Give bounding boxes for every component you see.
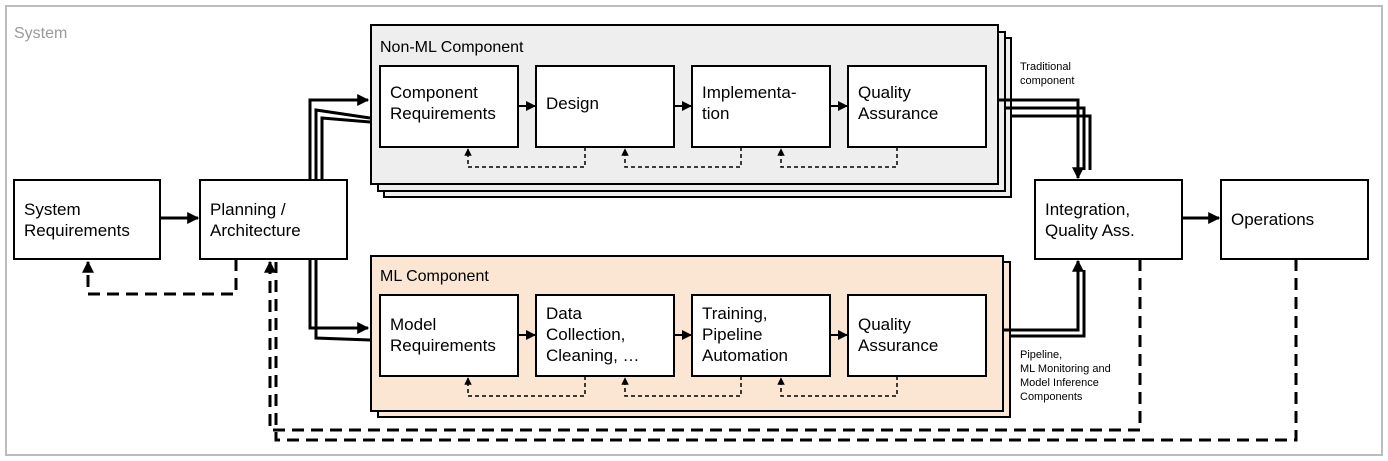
non-ml-feedback-loops bbox=[464, 147, 898, 168]
step-label-line: Automation bbox=[702, 346, 788, 365]
ml-feedback-loops bbox=[464, 376, 898, 397]
step-label-line: tion bbox=[702, 104, 729, 123]
integration-line: Integration, bbox=[1045, 200, 1130, 219]
svg-text:Integration,Quality Ass.: Integration, Quality Ass. bbox=[1045, 200, 1135, 240]
planning-architecture-line: Architecture bbox=[210, 221, 301, 240]
step-label-line: Training, bbox=[702, 304, 768, 323]
svg-text:Implementa-tion: Implementa-tion bbox=[702, 83, 796, 123]
system-requirements-line: Requirements bbox=[24, 221, 130, 240]
step-label-line: Requirements bbox=[390, 336, 496, 355]
planning-architecture-box: Planning / Architecture bbox=[199, 179, 348, 260]
step-label-line: Model bbox=[390, 315, 436, 334]
step-label-line: Requirements bbox=[390, 104, 496, 123]
system-frame bbox=[5, 5, 1383, 456]
step-label-line: Collection, bbox=[546, 325, 625, 344]
operations-box: Operations bbox=[1220, 179, 1369, 260]
integration-line: Quality Ass. bbox=[1045, 221, 1135, 240]
step-label-line: Pipeline bbox=[702, 325, 763, 344]
step-label-line: Quality bbox=[858, 83, 911, 102]
step-label-line: Data bbox=[546, 304, 582, 323]
step-label-line: Implementa- bbox=[702, 83, 796, 102]
step-label-line: Quality bbox=[858, 315, 911, 334]
system-label: System bbox=[14, 25, 67, 42]
ml-component-title: ML Component bbox=[380, 268, 489, 285]
outer-feedback-arrows bbox=[82, 259, 1298, 442]
svg-text:Planning /Architecture: Planning / Architecture bbox=[210, 200, 301, 240]
step-label-line: Component bbox=[390, 83, 478, 102]
system-requirements-line: System bbox=[24, 200, 81, 219]
step-label-line: Cleaning, … bbox=[546, 346, 640, 365]
planning-architecture-line: Planning / bbox=[210, 200, 286, 219]
non-ml-step-design: Design bbox=[535, 65, 675, 148]
step-label-line: Assurance bbox=[858, 336, 938, 355]
integration-quality-box: Integration, Quality Ass. bbox=[1034, 179, 1183, 260]
non-ml-step-implementation: Implementa-tion bbox=[691, 65, 831, 148]
operations-label: Operations bbox=[1231, 210, 1314, 229]
main-flow-arrows bbox=[160, 94, 1221, 342]
non-ml-component-title: Non-ML Component bbox=[380, 39, 524, 56]
step-label-line: Assurance bbox=[858, 104, 938, 123]
step-label-line: Design bbox=[546, 94, 599, 113]
